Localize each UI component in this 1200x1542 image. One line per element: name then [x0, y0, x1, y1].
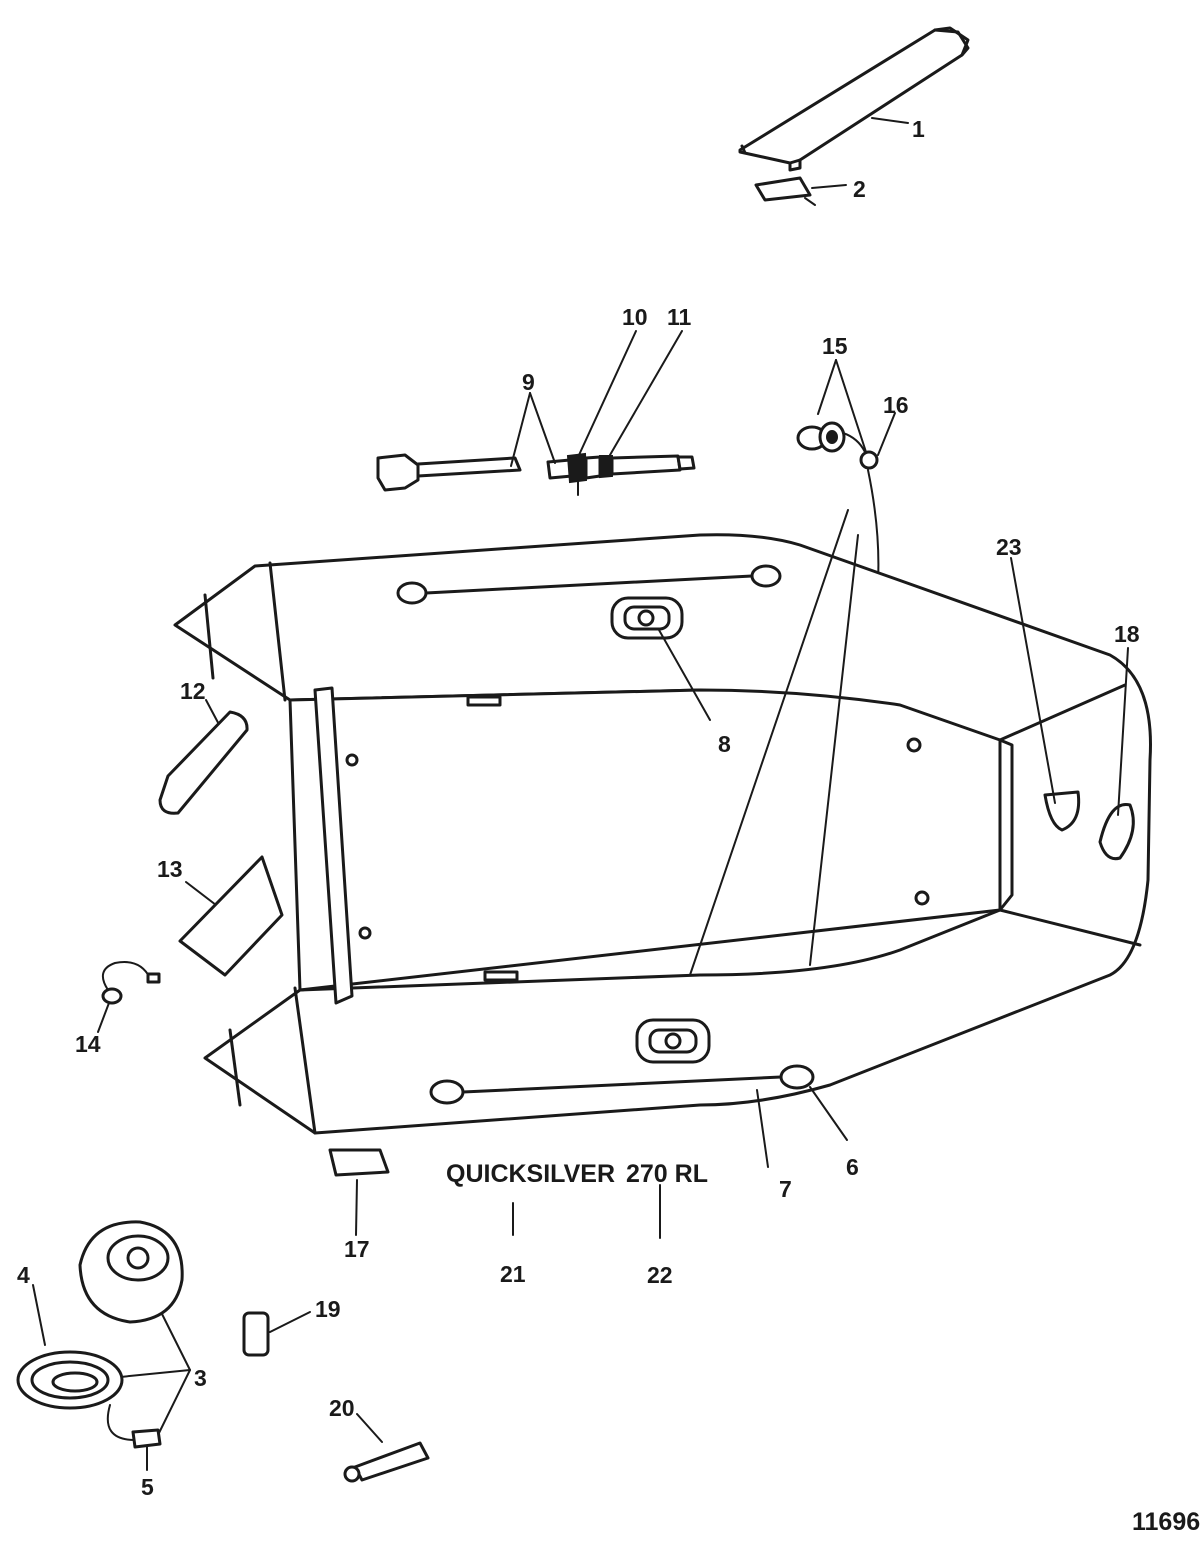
callout-16: 16 — [883, 392, 909, 418]
callout-labels: 1 2 3 4 5 6 7 8 9 10 11 12 13 14 15 16 1… — [17, 116, 1200, 1536]
seat-part — [738, 26, 970, 172]
callout-21: 21 — [500, 1261, 526, 1287]
callout-10: 10 — [622, 304, 648, 330]
callout-9: 9 — [522, 369, 535, 395]
callout-2: 2 — [853, 176, 866, 202]
callout-18: 18 — [1114, 621, 1140, 647]
callout-19: 19 — [315, 1296, 341, 1322]
callout-3: 3 — [194, 1365, 207, 1391]
callout-12: 12 — [180, 678, 206, 704]
callout-22: 22 — [647, 1262, 673, 1288]
decal-brand-text: QUICKSILVER — [446, 1160, 615, 1188]
callout-17: 17 — [344, 1236, 370, 1262]
callout-8: 8 — [718, 731, 731, 757]
figure-number: 11696 — [1132, 1508, 1200, 1536]
leader-lines — [32, 117, 1129, 1471]
callout-11: 11 — [667, 304, 692, 330]
callout-5: 5 — [141, 1474, 154, 1500]
callout-7: 7 — [779, 1176, 792, 1202]
callout-20: 20 — [329, 1395, 355, 1421]
callout-1: 1 — [912, 116, 925, 142]
seat-clip-part — [754, 176, 816, 206]
callout-13: 13 — [157, 856, 183, 882]
loose-parts — [16, 710, 430, 1483]
callout-23: 23 — [996, 534, 1022, 560]
callout-15: 15 — [822, 333, 848, 359]
callout-6: 6 — [846, 1154, 859, 1180]
inflatable-boat-hull — [173, 533, 1152, 1135]
callout-14: 14 — [75, 1031, 101, 1057]
decal-model-text: 270 RL — [626, 1160, 708, 1188]
oar-parts — [376, 452, 696, 496]
callout-4: 4 — [17, 1262, 30, 1288]
